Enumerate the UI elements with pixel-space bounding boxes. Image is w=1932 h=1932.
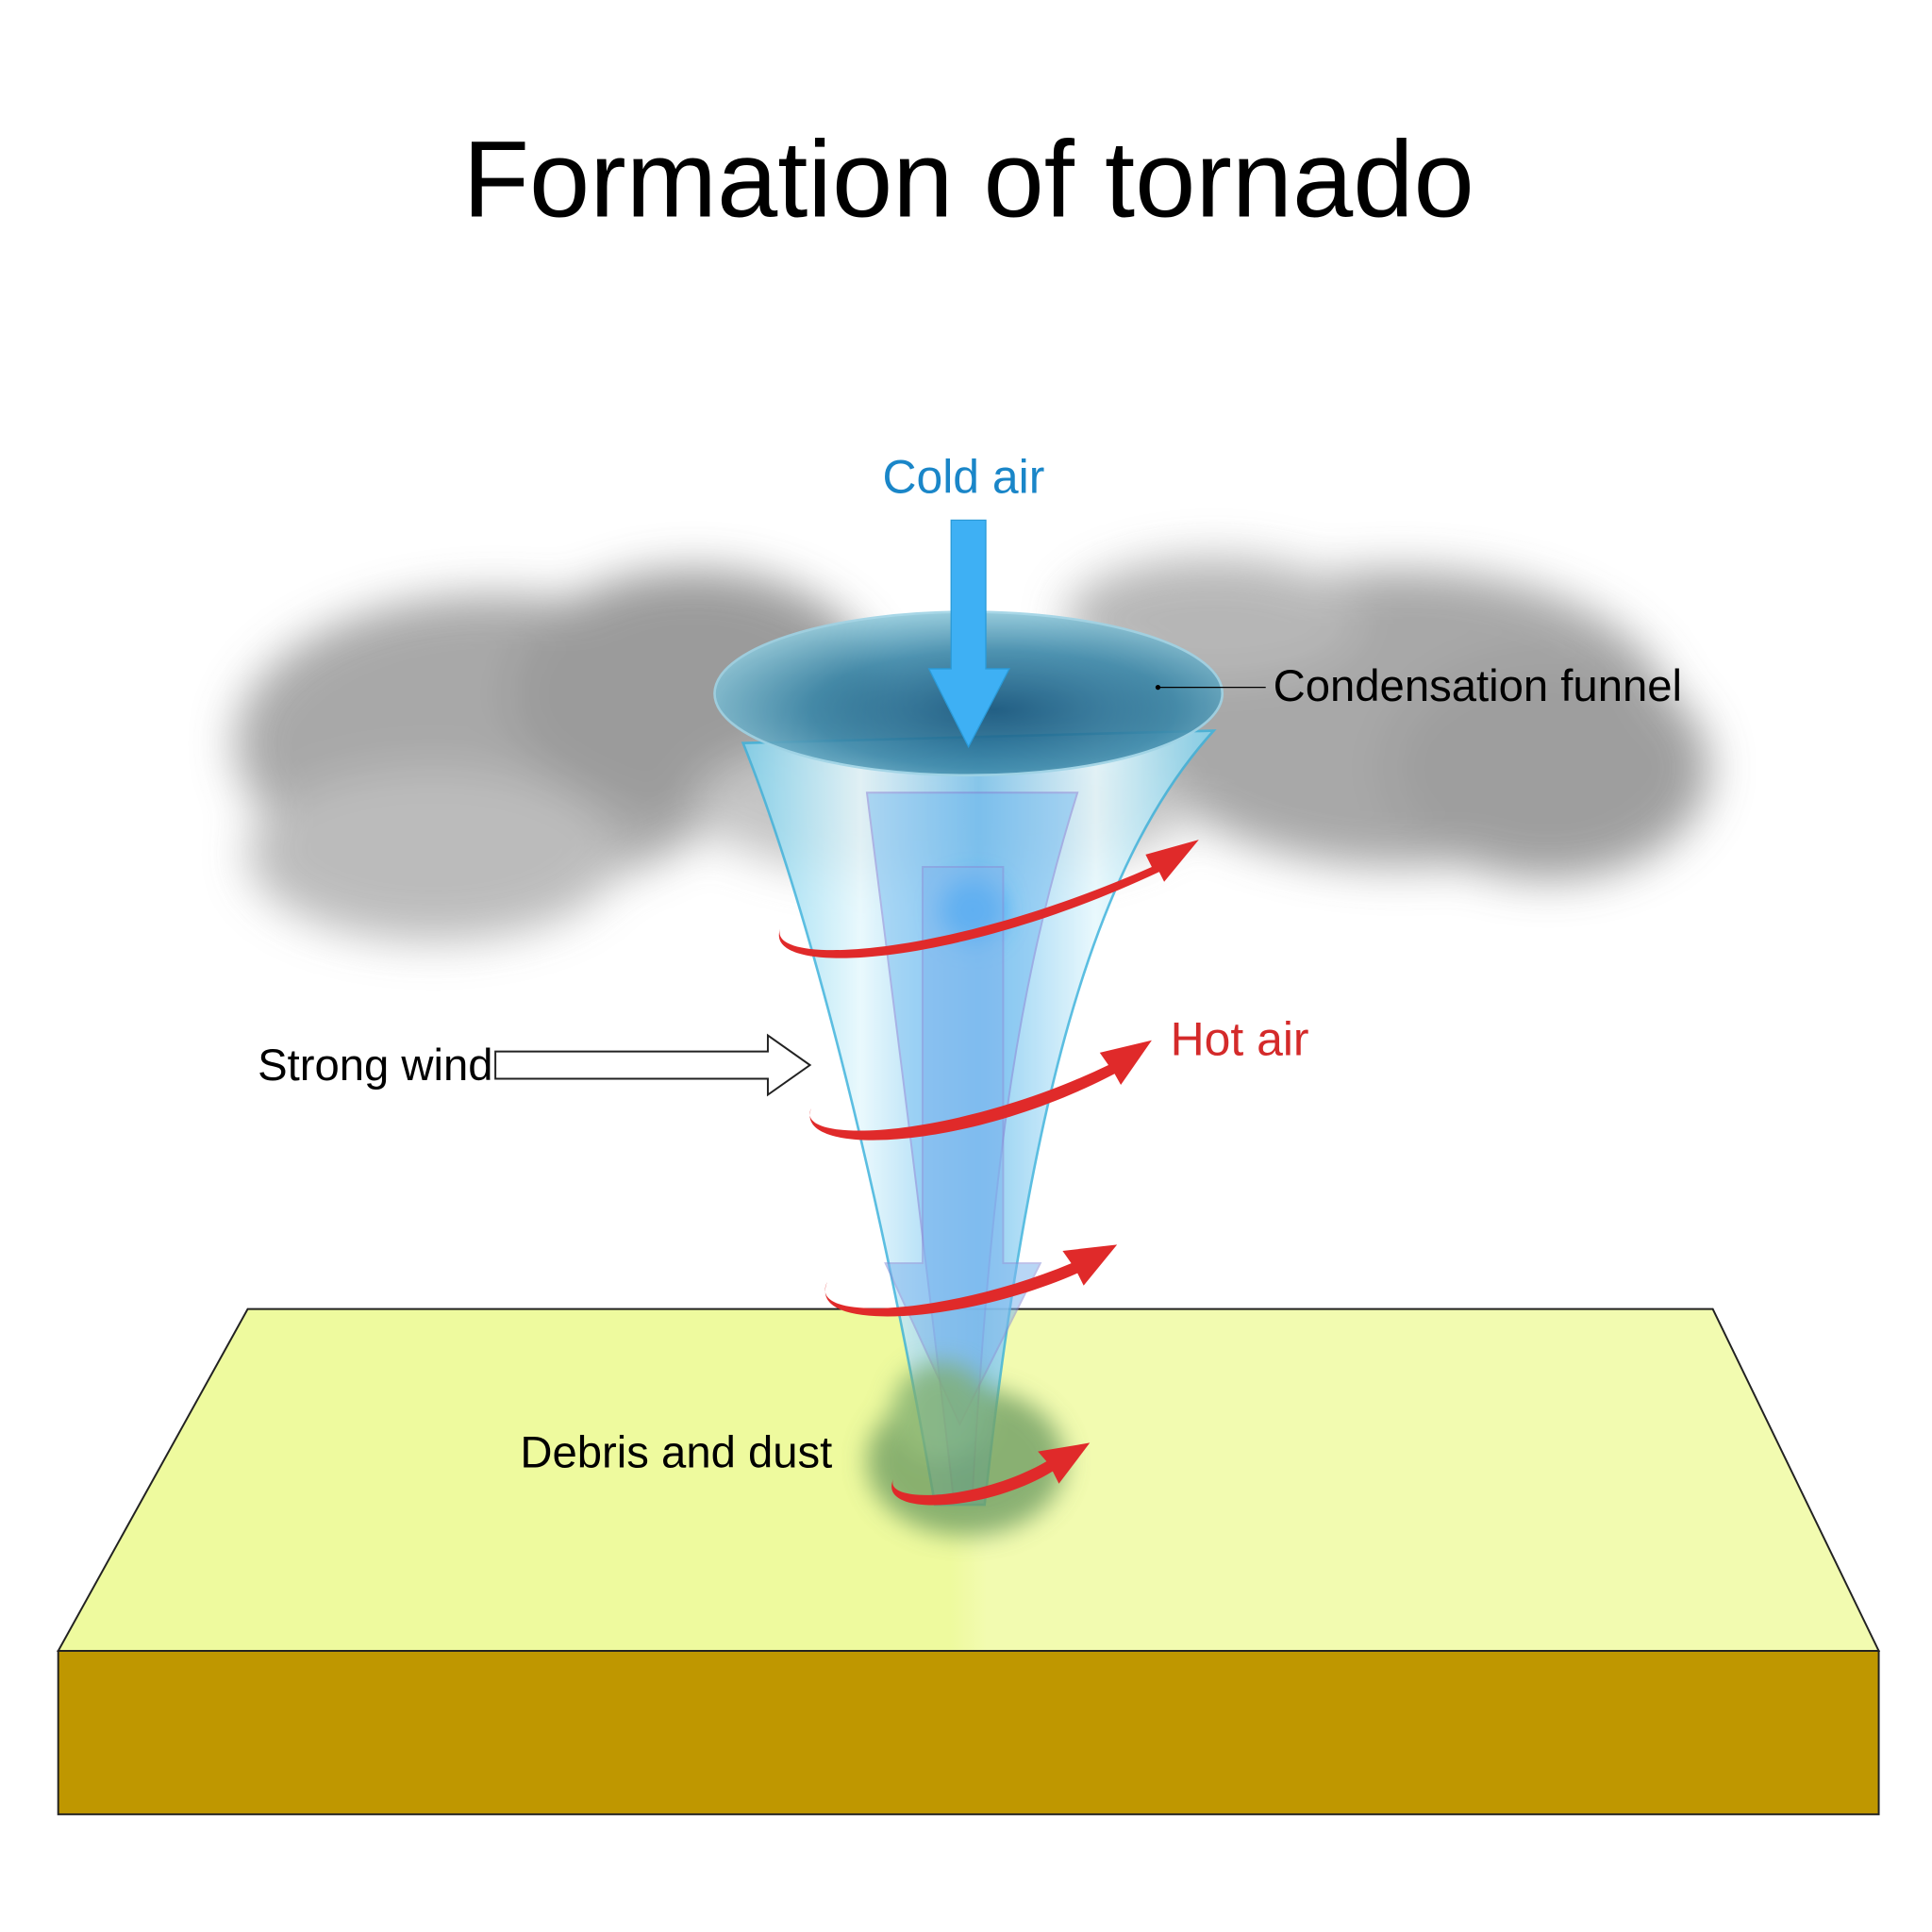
debris-and-dust-label: Debris and dust bbox=[520, 1428, 832, 1478]
cold-air-label: Cold air bbox=[882, 451, 1044, 504]
cold-air-arrow bbox=[927, 519, 1011, 749]
ground-side bbox=[57, 1650, 1880, 1816]
hot-air-label: Hot air bbox=[1171, 1013, 1309, 1066]
hot-air-arrow bbox=[891, 1442, 1091, 1506]
hot-air-arrow bbox=[809, 1040, 1152, 1141]
strong-wind-label: Strong wind bbox=[258, 1041, 493, 1091]
strong-wind-arrow bbox=[494, 1033, 812, 1097]
condensation-funnel-label: Condensation funnel bbox=[1274, 661, 1682, 711]
hot-air-arrow bbox=[824, 1244, 1118, 1317]
hot-air-arrow bbox=[778, 840, 1199, 958]
downdraft-arrow bbox=[884, 865, 1042, 1427]
hot-air-arrows bbox=[778, 840, 1199, 1506]
diagram-title: Formation of tornado bbox=[462, 119, 1474, 241]
